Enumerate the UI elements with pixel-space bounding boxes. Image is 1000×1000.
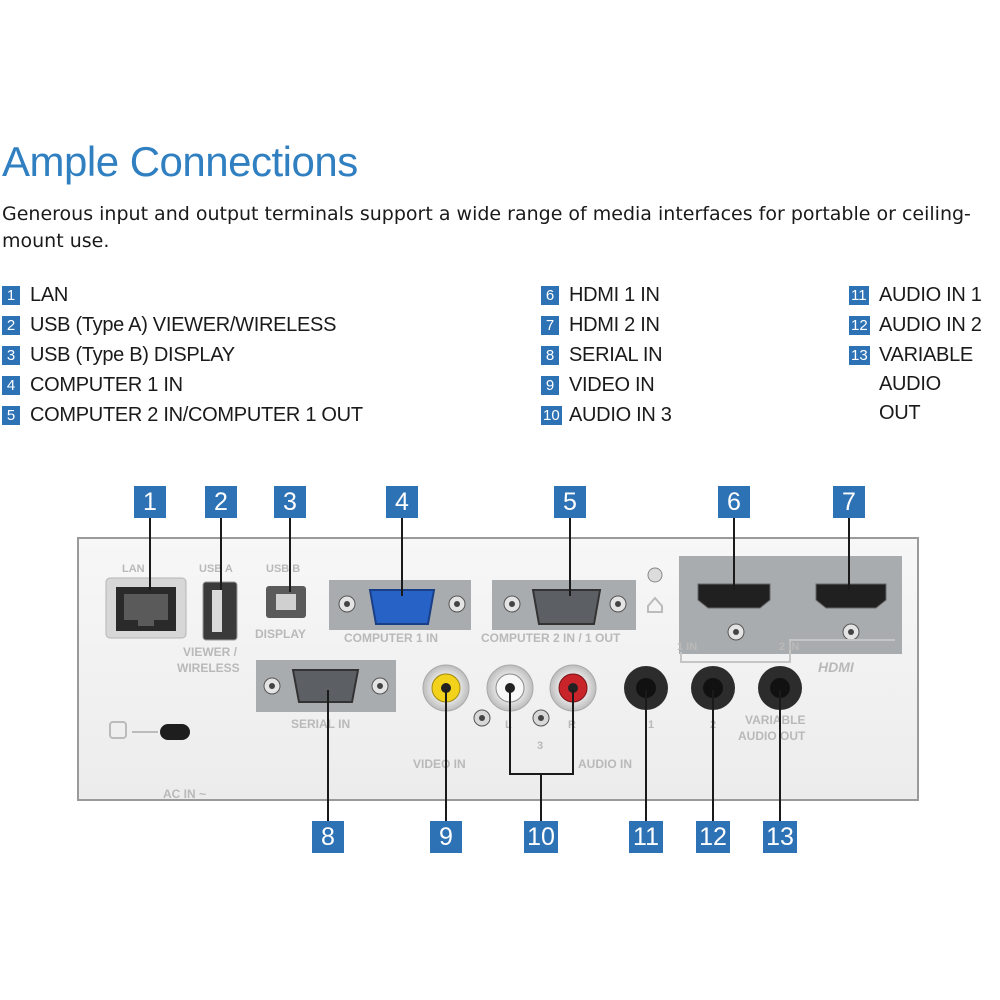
legend-label: USB (Type A) VIEWER/WIRELESS: [30, 314, 337, 336]
callout-7: 7: [833, 486, 865, 518]
callout-4: 4: [386, 486, 418, 518]
callout-11: 11: [629, 821, 663, 853]
legend-number: 5: [2, 406, 20, 425]
legend-number: 8: [541, 346, 559, 365]
panel-label-audio-out: AUDIO OUT: [738, 729, 806, 743]
audio-in-3-l-jack: [486, 664, 534, 712]
legend-label: COMPUTER 1 IN: [30, 374, 183, 396]
panel-label-lan: LAN: [122, 563, 145, 575]
panel-label-hdmi-1-in: 1 IN: [677, 641, 697, 653]
legend-number: 12: [849, 316, 870, 335]
audio-in-3-r-jack: [549, 664, 597, 712]
legend-label: VARIABLE AUDIO OUT: [879, 344, 973, 424]
panel-label-video-in: VIDEO IN: [413, 757, 466, 771]
legend-label: USB (Type B) DISPLAY: [30, 344, 235, 366]
audio-in-1-jack: [624, 666, 668, 710]
callout-13: 13: [763, 821, 797, 853]
legend-number: 11: [849, 286, 869, 305]
legend-label: COMPUTER 2 IN/COMPUTER 1 OUT: [30, 404, 363, 426]
legend-label: SERIAL IN: [569, 344, 663, 366]
panel-label-serial-in: SERIAL IN: [291, 717, 350, 731]
hdmi-2-in-port: [815, 583, 887, 609]
legend-label: HDMI 1 IN: [569, 284, 660, 306]
callout-8: 8: [312, 821, 344, 853]
legend-number: 10: [541, 406, 562, 425]
panel-label-audio-in: AUDIO IN: [578, 757, 632, 771]
hdmi-logo: HDMI: [818, 659, 855, 675]
legend-number: 1: [2, 286, 20, 305]
panel-label-wireless: WIRELESS: [177, 661, 240, 675]
legend-number: 9: [541, 376, 559, 395]
panel-label-l: L: [505, 719, 512, 731]
computer-2-in-port: [531, 589, 602, 625]
callout-12: 12: [696, 821, 730, 853]
legend-number: 6: [541, 286, 559, 305]
panel-label-ac-in: AC IN ~: [163, 787, 206, 801]
callout-2: 2: [205, 486, 237, 518]
callout-10: 10: [524, 821, 558, 853]
rear-panel-illustration: LAN USB A USB B DISPLAY VIEWER / WIRELES…: [77, 515, 919, 822]
legend-number: 3: [2, 346, 20, 365]
hdmi-1-in-port: [697, 583, 771, 609]
leader-lines: [149, 515, 850, 822]
legend-number: 13: [849, 346, 870, 365]
video-in-jack: [422, 664, 470, 712]
legend-number: 7: [541, 316, 559, 335]
callout-1: 1: [134, 486, 166, 518]
kensington-slot: [160, 724, 190, 740]
panel-label-viewer: VIEWER /: [183, 645, 238, 659]
panel-label-hdmi-2-in: 2 IN: [779, 641, 799, 653]
panel-label-usb-a: USB A: [199, 563, 233, 575]
legend-label: AUDIO IN 3: [569, 404, 672, 426]
serial-in-port: [291, 669, 360, 703]
callout-9: 9: [430, 821, 462, 853]
audio-in-2-jack: [691, 666, 735, 710]
connector-diagram: LAN USB A USB B DISPLAY VIEWER / WIRELES…: [0, 470, 1000, 870]
page-subtitle: Generous input and output terminals supp…: [2, 203, 971, 252]
legend-label: VIDEO IN: [569, 374, 655, 396]
panel-label-3: 3: [537, 740, 543, 752]
callout-3: 3: [274, 486, 306, 518]
panel-label-computer-1-in: COMPUTER 1 IN: [344, 631, 438, 645]
callout-6: 6: [718, 486, 750, 518]
legend-label: HDMI 2 IN: [569, 314, 660, 336]
legend-label: AUDIO IN 1: [879, 284, 982, 306]
panel-label-computer-2-in: COMPUTER 2 IN / 1 OUT: [481, 631, 621, 645]
computer-1-in-port: [368, 589, 436, 625]
legend-label: LAN: [30, 284, 69, 306]
page-title: Ample Connections: [2, 138, 358, 185]
panel-label-usb-b: USB B: [266, 563, 300, 575]
legend-number: 2: [2, 316, 20, 335]
callout-5: 5: [554, 486, 586, 518]
variable-audio-out-jack: [758, 666, 802, 710]
panel-label-display: DISPLAY: [255, 627, 306, 641]
panel-label-variable: VARIABLE: [745, 713, 805, 727]
legend-label: AUDIO IN 2: [879, 314, 982, 336]
panel-label-1: 1: [648, 719, 654, 731]
legend-number: 4: [2, 376, 20, 395]
